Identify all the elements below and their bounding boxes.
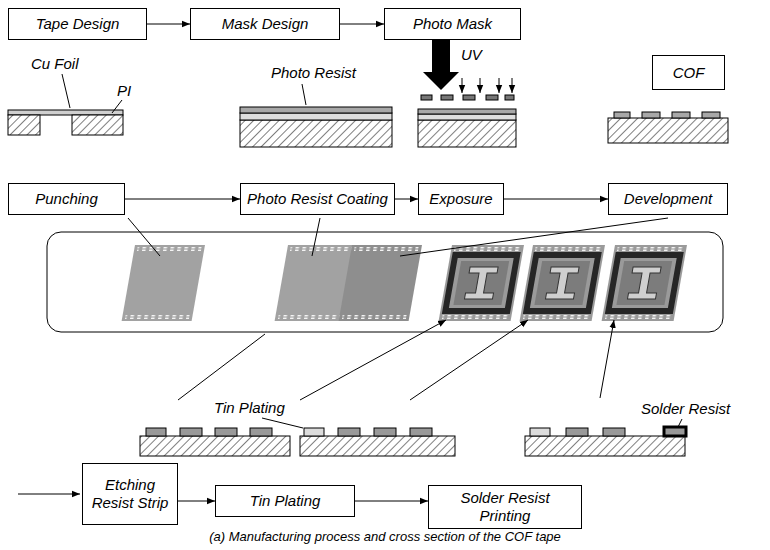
flow-arrow <box>504 199 608 200</box>
box-label: Mask Design <box>222 15 309 33</box>
process-box: Tape Design <box>8 8 147 40</box>
process-box: Solder Resist Printing <box>428 485 582 529</box>
development-section <box>608 112 728 143</box>
flow-arrow <box>178 501 215 502</box>
process-box: Exposure <box>418 183 504 215</box>
process-box: Photo Mask <box>384 8 521 40</box>
flow-arrow <box>395 199 418 200</box>
part-label: Photo Resist <box>270 64 357 81</box>
part-label: Tin Plating <box>213 399 286 416</box>
box-label: Etching Resist Strip <box>89 476 171 512</box>
box-label: Tape Design <box>36 15 120 33</box>
coating-section <box>240 107 392 147</box>
solder-resist-section <box>525 427 686 456</box>
leader-lines <box>62 74 682 428</box>
flow-arrow <box>125 199 240 200</box>
process-box: Tin Plating <box>215 485 355 517</box>
flow-arrow <box>355 501 428 502</box>
flow-arrow <box>147 24 190 25</box>
box-label: Solder Resist Printing <box>435 489 575 525</box>
figure-caption: (a) Manufacturing process and cross sect… <box>0 529 770 544</box>
process-box: COF <box>652 55 725 90</box>
film-photos <box>122 245 687 321</box>
flow-arrow <box>340 24 384 25</box>
part-label: UV <box>460 46 483 63</box>
box-label: Photo Resist Coating <box>247 190 388 208</box>
box-label: Exposure <box>429 190 492 208</box>
film-band <box>47 232 723 332</box>
punching-section <box>8 110 123 135</box>
box-label: Photo Mask <box>413 15 492 33</box>
box-label: Development <box>624 190 712 208</box>
part-label: PI <box>116 82 132 99</box>
tin-plating-section <box>300 428 455 456</box>
process-box: Mask Design <box>190 8 340 40</box>
exposure-section <box>418 40 516 147</box>
part-label: Solder Resist <box>640 400 731 417</box>
incoming-arrow <box>18 494 80 495</box>
box-label: Punching <box>35 190 98 208</box>
etching-section <box>140 428 290 456</box>
process-box: Photo Resist Coating <box>240 183 395 215</box>
uv-arrow <box>423 40 459 90</box>
part-label: Cu Foil <box>30 55 80 72</box>
process-box: Punching <box>8 183 125 215</box>
box-label: Tin Plating <box>250 492 321 510</box>
box-label: COF <box>673 64 705 82</box>
film-leader-lines <box>128 218 668 400</box>
process-box: Development <box>608 183 728 215</box>
process-box: Etching Resist Strip <box>82 463 178 525</box>
